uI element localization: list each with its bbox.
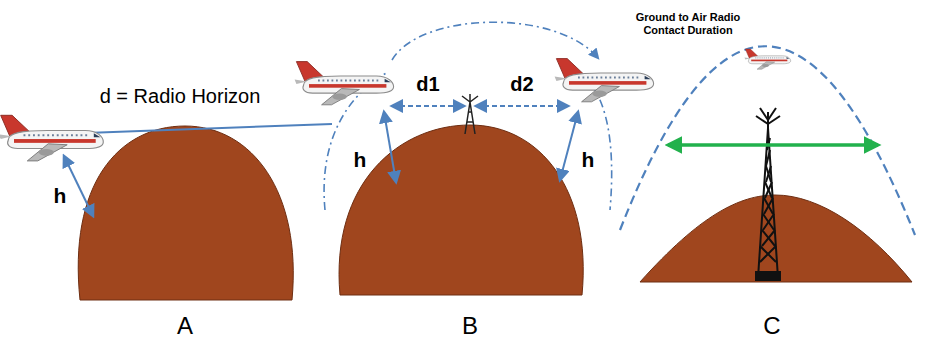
dimension-label: d = Radio Horizon — [100, 85, 261, 108]
airplane — [744, 49, 790, 69]
panel-letter: B — [462, 312, 478, 340]
height-label: h — [354, 148, 367, 172]
height-arrow — [64, 156, 93, 216]
distance-arrow — [476, 105, 568, 107]
height-label: h — [582, 148, 595, 172]
hill — [339, 125, 583, 295]
flight-arc — [392, 22, 598, 60]
distance-label: d1 — [416, 73, 439, 96]
airplane — [0, 115, 103, 161]
height-arrow — [384, 112, 396, 182]
hill — [78, 126, 293, 300]
panel-letter: C — [763, 312, 780, 340]
airplane — [295, 62, 394, 105]
distance-arrow — [392, 105, 464, 107]
coverage-caption: Ground to Air Radio Contact Duration — [622, 11, 754, 36]
airplane — [555, 59, 654, 102]
height-label: h — [54, 184, 67, 208]
tower-symbol — [756, 108, 780, 280]
duration-arrow — [668, 143, 878, 147]
height-arrow — [560, 112, 578, 180]
distance-label: d2 — [510, 73, 533, 96]
panel-letter: A — [177, 312, 193, 340]
horizon-line — [86, 124, 332, 133]
tower-symbol — [462, 94, 478, 134]
